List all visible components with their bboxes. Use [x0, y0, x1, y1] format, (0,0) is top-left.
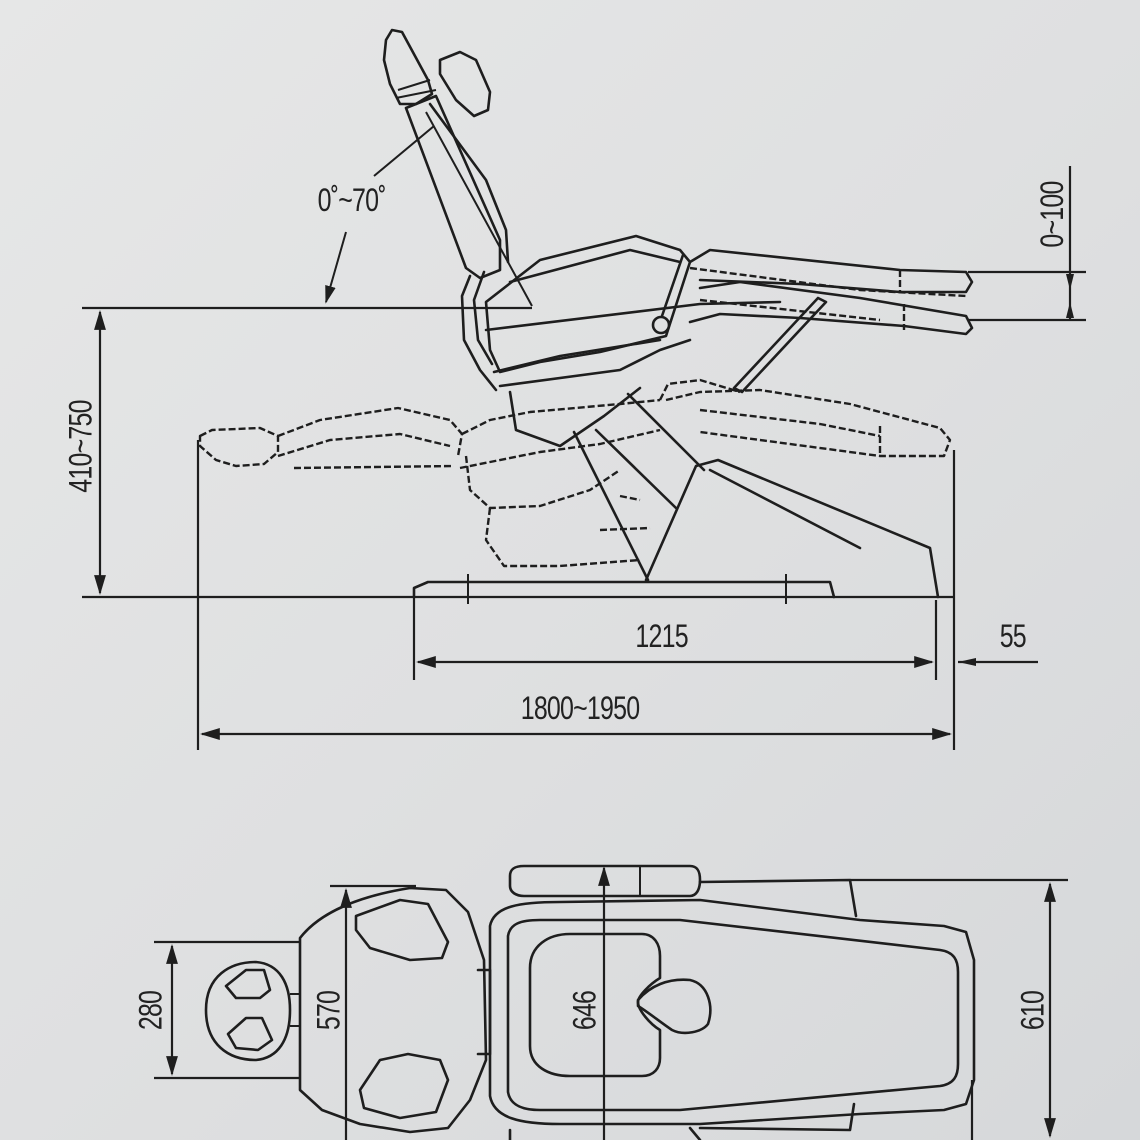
length-dims: [196, 440, 1038, 750]
armrest-arm: [732, 296, 828, 394]
backrest-width-label: 570: [310, 990, 347, 1031]
base-housing: [412, 458, 940, 604]
seat-body-side: [484, 234, 782, 448]
base-length-label: 1215: [635, 618, 688, 654]
top-view-drawing: [154, 864, 1068, 1140]
headrest-width-label: 280: [132, 990, 169, 1031]
headrest-side: [382, 28, 492, 118]
headrest-top: [204, 960, 292, 1062]
reclined-position: [198, 378, 952, 568]
armrest-top-left: [508, 864, 702, 898]
backrest-side: [404, 94, 533, 392]
legrest-lift-dim: [968, 166, 1086, 322]
legrest-raised: [688, 248, 974, 336]
legrest-lift-label: 0~100: [1033, 181, 1070, 248]
overall-length-label: 1800~1950: [520, 690, 640, 726]
seat-height-label: 410~750: [62, 400, 99, 493]
armrest-span-label: 646: [566, 990, 603, 1031]
angle-leader-lower: [325, 231, 347, 304]
seat-top: [488, 898, 976, 1126]
rear-offset-label: 55: [999, 618, 1027, 654]
backrest-angle-label: 0˚~70˚: [317, 182, 387, 218]
seat-width-label: 610: [1014, 990, 1051, 1031]
angle-leader-upper: [373, 125, 435, 177]
backrest-top: [298, 886, 488, 1134]
